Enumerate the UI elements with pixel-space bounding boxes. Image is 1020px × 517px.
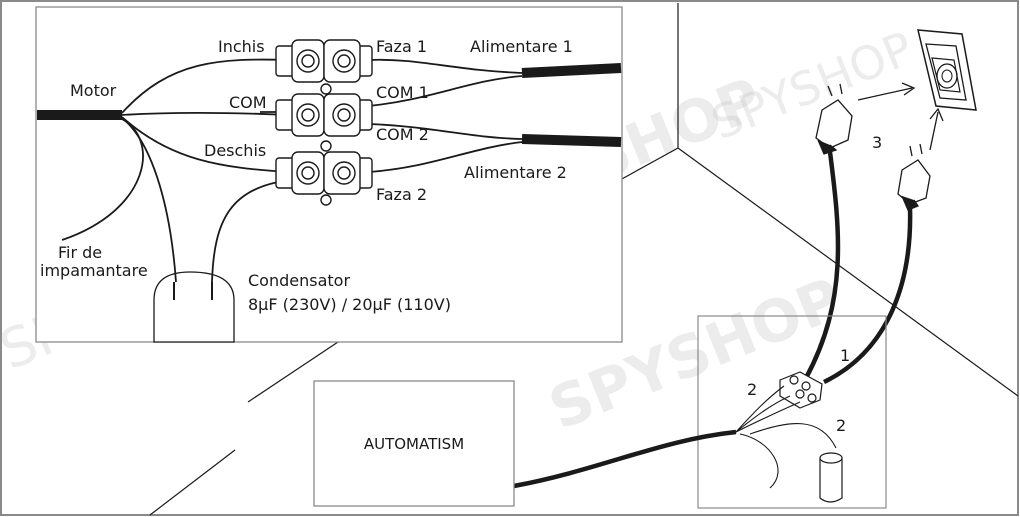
step-3-label: 3 bbox=[872, 133, 882, 152]
label-com: COM bbox=[229, 93, 267, 112]
mains-cables bbox=[804, 151, 913, 385]
step-1-label: 1 bbox=[840, 346, 850, 365]
automatism-label: AUTOMATISM bbox=[364, 435, 464, 453]
terminal-block-bottom bbox=[275, 140, 373, 206]
inset-wires bbox=[735, 385, 837, 489]
label-com-2: COM 2 bbox=[376, 125, 429, 144]
label-alimentare-1: Alimentare 1 bbox=[470, 37, 573, 56]
step-2-label-left: 2 bbox=[747, 380, 757, 399]
label-alimentare-2: Alimentare 2 bbox=[464, 163, 567, 182]
small-terminal-block bbox=[779, 371, 823, 409]
automatism-box: AUTOMATISM bbox=[313, 380, 515, 507]
plug-2 bbox=[897, 143, 931, 211]
capacitor bbox=[153, 271, 235, 343]
label-condensator-spec: 8μF (230V) / 20μF (110V) bbox=[248, 295, 451, 314]
terminal-block-top bbox=[275, 39, 373, 83]
label-motor: Motor bbox=[70, 81, 117, 100]
automatism-cable bbox=[513, 429, 737, 489]
label-faza-1: Faza 1 bbox=[376, 37, 427, 56]
thick-cables bbox=[37, 63, 622, 147]
wall-socket bbox=[917, 29, 977, 111]
label-com-1: COM 1 bbox=[376, 83, 429, 102]
label-impamantare: impamantare bbox=[40, 261, 148, 280]
step-2-label-right: 2 bbox=[836, 416, 846, 435]
label-inchis: Inchis bbox=[218, 37, 265, 56]
inset-box bbox=[697, 315, 887, 509]
label-deschis: Deschis bbox=[204, 141, 266, 160]
label-fir-de: Fir de bbox=[58, 243, 102, 262]
socket-arrows bbox=[857, 82, 944, 151]
label-faza-2: Faza 2 bbox=[376, 185, 427, 204]
small-capacitor bbox=[819, 452, 843, 503]
label-condensator: Condensator bbox=[248, 271, 350, 290]
terminal-block-middle bbox=[275, 83, 373, 137]
detail-wires bbox=[61, 58, 523, 283]
